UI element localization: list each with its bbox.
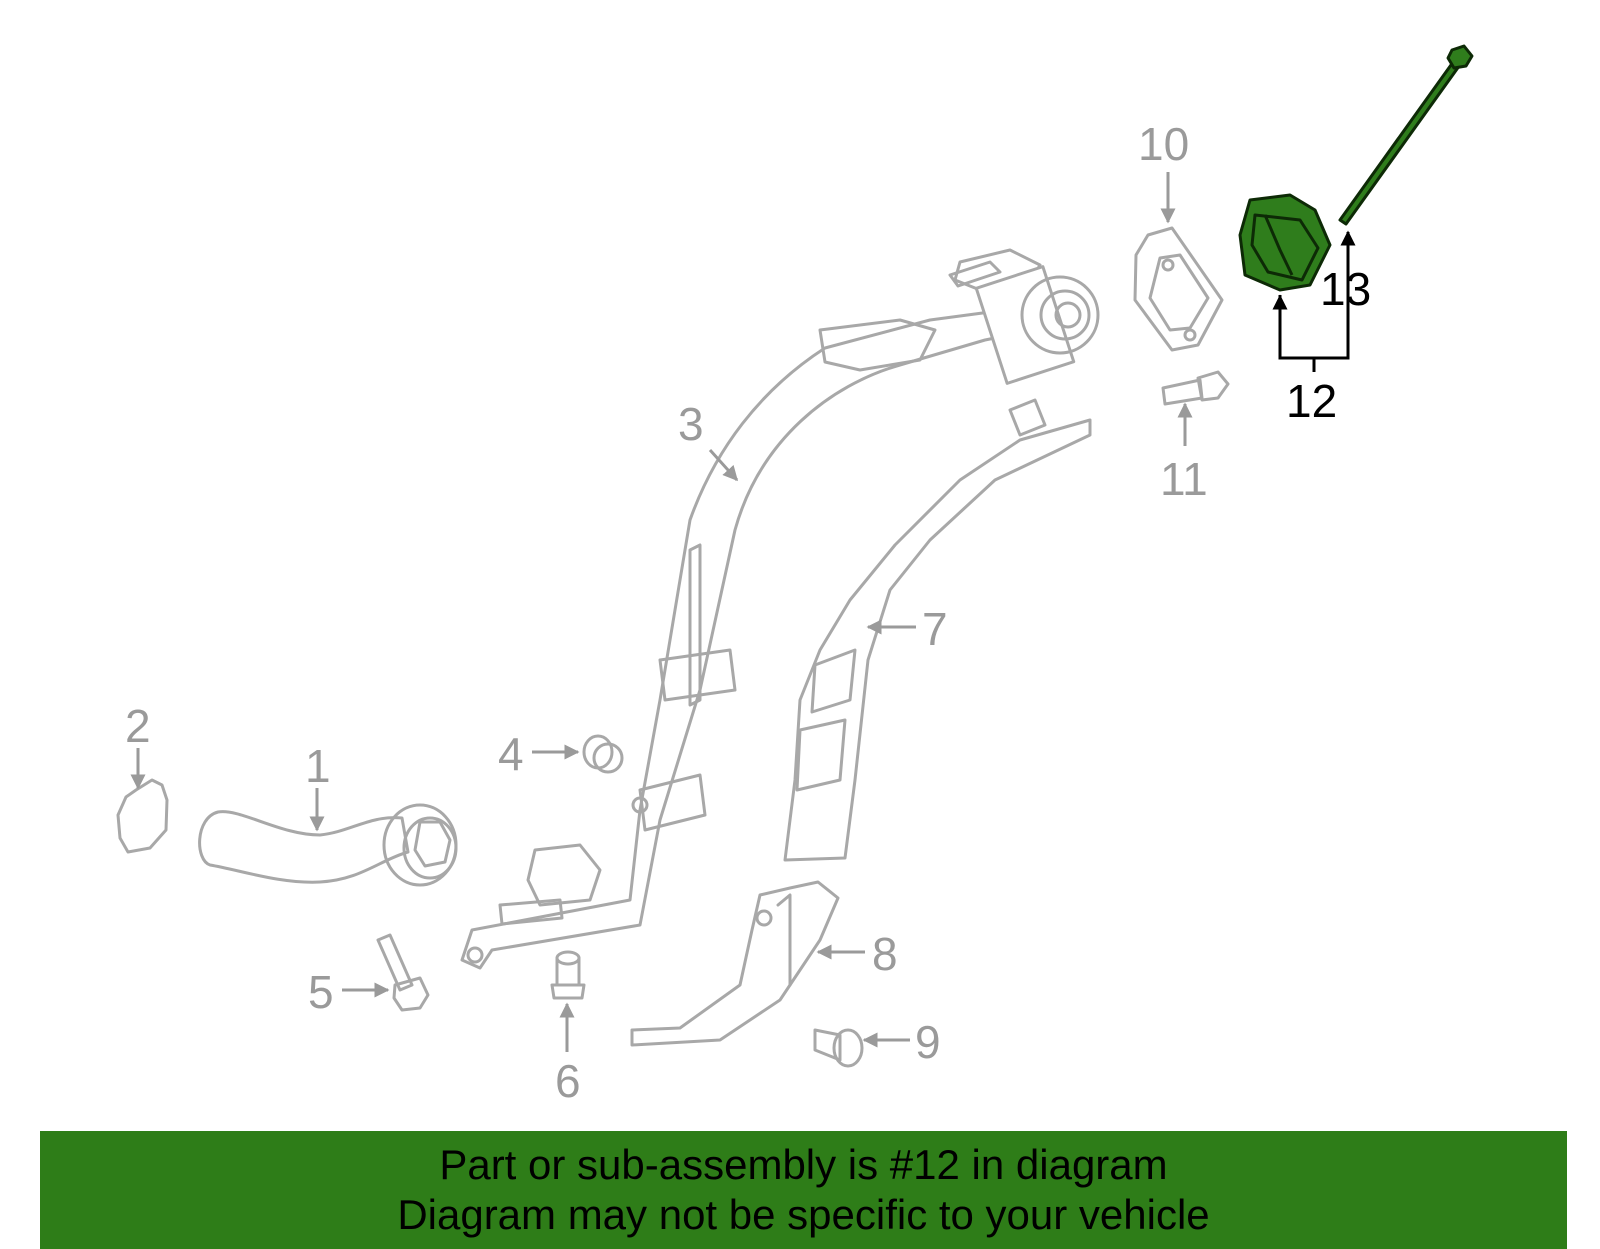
part-9-pin (813, 1028, 864, 1068)
callout-9: 9 (915, 1016, 941, 1068)
callout-2: 2 (125, 700, 151, 752)
callout-4: 4 (498, 728, 524, 780)
part-11-screw (1161, 370, 1230, 406)
banner-line-1: Part or sub-assembly is #12 in diagram (439, 1141, 1168, 1188)
part-1-hose (198, 803, 458, 887)
callout-3: 3 (678, 398, 704, 450)
callout-7: 7 (922, 603, 948, 655)
part-10-gasket (1133, 226, 1224, 352)
callout-11: 11 (1160, 453, 1208, 505)
part-3-filler-pipe (460, 248, 1100, 970)
part-12-fuel-cap (1238, 193, 1332, 292)
callout-6: 6 (555, 1055, 581, 1107)
info-banner: Part or sub-assembly is #12 in diagram D… (40, 1131, 1567, 1249)
leader-3 (708, 448, 739, 482)
part-6-clip (550, 950, 586, 1000)
part-5-bolt (376, 933, 430, 1012)
callout-8: 8 (872, 928, 898, 980)
callout-5: 5 (308, 966, 334, 1018)
part-8-bracket (630, 880, 840, 1047)
callout-10: 10 (1138, 118, 1189, 170)
part-4-grommet (582, 734, 624, 774)
callout-12: 12 (1286, 375, 1337, 427)
banner-line-2: Diagram may not be specific to your vehi… (397, 1191, 1210, 1238)
part-7-bracket (783, 398, 1092, 862)
part-13-tether (1338, 44, 1474, 226)
callout-13: 13 (1320, 263, 1371, 315)
part-2-clamp (116, 778, 169, 854)
callout-1: 1 (305, 740, 331, 792)
